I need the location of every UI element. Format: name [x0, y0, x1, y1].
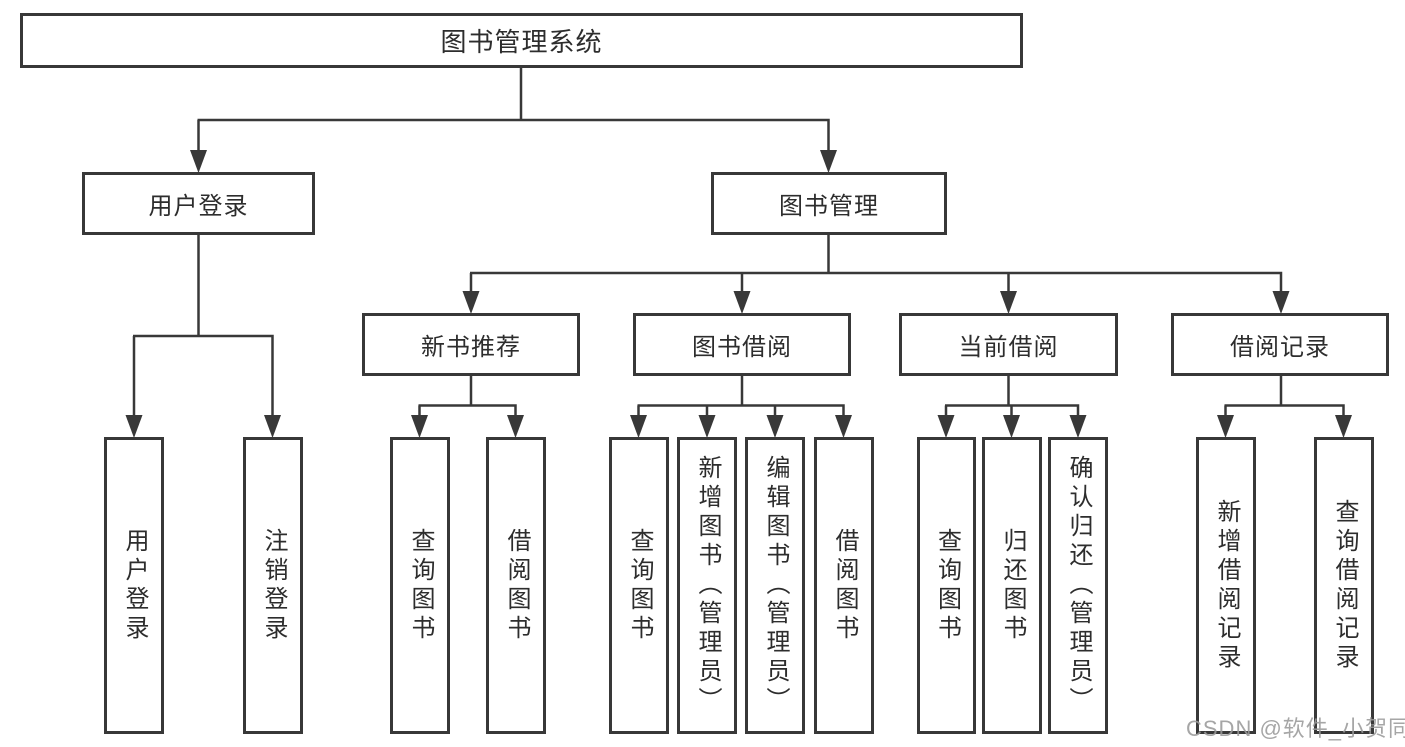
node-user-login: 用户登录: [82, 172, 315, 235]
leaf-return-books: 归还图书: [982, 437, 1042, 734]
node-label: 查询图书: [933, 527, 961, 644]
leaf-query-books-borrowing: 查询图书: [609, 437, 669, 734]
leaf-query-borrow-record: 查询借阅记录: [1314, 437, 1374, 734]
leaf-user-login: 用户登录: [104, 437, 164, 734]
node-borrow-records: 借阅记录: [1171, 313, 1389, 376]
node-label: 新增借阅记录: [1213, 498, 1240, 673]
node-label: 图书借阅: [692, 334, 792, 361]
node-label: 编辑图书（管理员）: [762, 455, 789, 716]
node-label: 查询借阅记录: [1331, 498, 1358, 673]
trunk-borrow-records: [1224, 376, 1345, 420]
node-book-management: 图书管理: [711, 172, 947, 235]
node-current-borrowing: 当前借阅: [899, 313, 1118, 376]
node-label: 图书管理: [779, 193, 879, 220]
node-label: 当前借阅: [958, 334, 1059, 361]
leaf-confirm-return-admin: 确认归还（管理员）: [1048, 437, 1108, 734]
node-new-book-recommend: 新书推荐: [362, 313, 580, 376]
trunk-new-book-recommend: [418, 376, 517, 420]
node-label: 用户登录: [148, 193, 249, 220]
node-label: 借阅图书: [503, 527, 530, 644]
node-library-management-system: 图书管理系统: [20, 13, 1023, 68]
leaf-borrow-books-recommend: 借阅图书: [486, 437, 546, 734]
leaf-borrow-books-borrowing: 借阅图书: [814, 437, 874, 734]
node-label: 归还图书: [999, 527, 1026, 644]
node-label: 借阅记录: [1230, 334, 1330, 361]
node-label: 查询图书: [626, 527, 653, 644]
csdn-watermark: CSDN @软件_小贺同学: [1186, 716, 1405, 741]
node-label: 确认归还（管理员）: [1065, 455, 1092, 716]
trunk-user-login: [132, 235, 274, 420]
node-label: 用户登录: [121, 527, 148, 644]
node-label: 借阅图书: [831, 527, 858, 644]
leaf-query-books-current: 查询图书: [917, 437, 976, 734]
node-label: 新书推荐: [421, 334, 521, 361]
trunk-book-borrowing: [637, 376, 845, 420]
trunk-current-borrowing: [944, 376, 1080, 420]
trunk-book-management: [469, 235, 1283, 296]
leaf-query-books-recommend: 查询图书: [390, 437, 450, 734]
node-book-borrowing: 图书借阅: [633, 313, 851, 376]
node-label: 新增图书（管理员）: [694, 455, 721, 716]
trunk-root: [197, 68, 830, 155]
leaf-logout: 注销登录: [243, 437, 303, 734]
node-label: 注销登录: [260, 527, 287, 644]
leaf-edit-books-admin: 编辑图书（管理员）: [745, 437, 805, 734]
node-label: 图书管理系统: [440, 27, 603, 57]
leaf-add-borrow-record: 新增借阅记录: [1196, 437, 1256, 734]
node-label: 查询图书: [407, 527, 434, 644]
leaf-add-books-admin: 新增图书（管理员）: [677, 437, 737, 734]
